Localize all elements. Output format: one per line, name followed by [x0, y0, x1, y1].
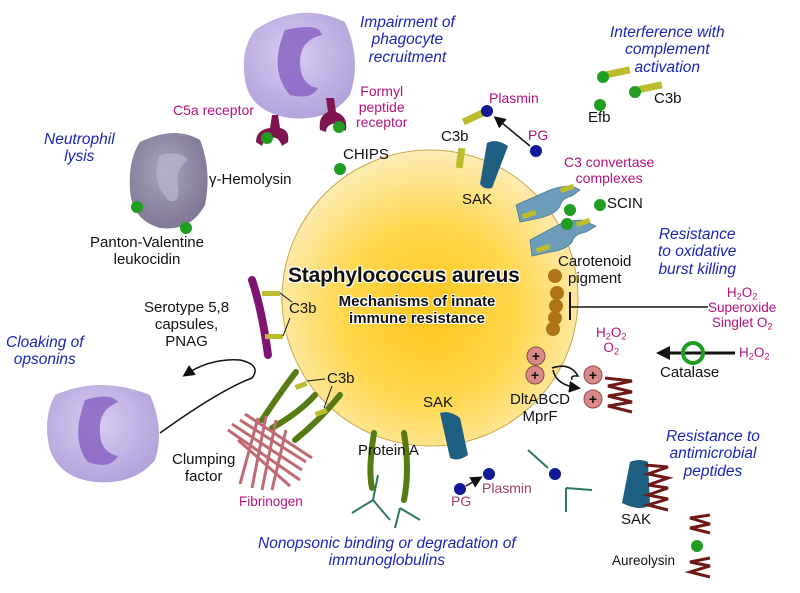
subtitle-line-2: immune resistance	[349, 309, 485, 327]
label-pvl: Panton-Valentine leukocidin	[90, 234, 204, 268]
chips-icon	[334, 163, 346, 175]
protein-a-icon	[351, 430, 421, 529]
clumping-factor-icon	[259, 369, 343, 443]
lysed-neutrophil	[129, 132, 208, 234]
capsule-icon	[248, 276, 272, 359]
label-ros-singlet: Singlet O2	[711, 315, 773, 332]
label-formyl-peptide-receptor: Formyl peptide receptor	[356, 83, 408, 131]
cleaved-antibody-icon	[527, 449, 593, 512]
label-ros-list: H2O2 Superoxide Singlet O2	[708, 285, 777, 332]
label-efb: Efb	[588, 109, 611, 126]
sak-bottom-icon	[440, 412, 468, 460]
carotenoid-pigment-icons	[546, 269, 564, 336]
cloaking-arrow	[159, 359, 256, 434]
label-plasmin-top: Plasmin	[489, 90, 539, 106]
neutrophil-top	[243, 12, 355, 119]
svg-text:+: +	[589, 367, 597, 383]
aureolysin-icon	[684, 513, 711, 579]
label-plasmin-bottom: Plasmin	[482, 480, 532, 496]
category-impairment-phagocyte: Impairment of phagocyte recruitment	[360, 14, 455, 66]
label-c3-convertase: C3 convertase complexes	[564, 154, 655, 186]
sak-peptide-icon	[622, 460, 674, 512]
label-c5a-receptor: C5a receptor	[173, 102, 254, 118]
label-serotype-capsules: Serotype 5,8 capsules, PNAG	[144, 299, 230, 350]
catalase-icon	[656, 341, 735, 365]
c3b-fragment-top	[455, 147, 466, 169]
positive-charges: + + + +	[525, 346, 633, 414]
label-sak-top: SAK	[462, 191, 493, 208]
label-catalase: Catalase	[660, 364, 720, 381]
label-ros-superoxide: Superoxide	[708, 300, 777, 316]
category-cloaking-opsonins: Cloaking of opsonins	[6, 334, 84, 369]
label-aureolysin: Aureolysin	[612, 553, 676, 568]
label-scin: SCIN	[607, 195, 643, 212]
label-c3b-top: C3b	[441, 128, 469, 145]
category-antimicrobial-peptides: Resistance to antimicrobial peptides	[666, 428, 760, 480]
formyl-peptide-receptor-icon	[319, 98, 347, 133]
label-catalase-products: H2O2 O2	[596, 325, 627, 357]
svg-text:+: +	[531, 367, 539, 383]
c5a-receptor-icon	[256, 115, 289, 146]
label-pg-top: PG	[528, 127, 549, 143]
label-sak-peptides: SAK	[621, 511, 652, 528]
label-dltabcd: DltABCD MprF	[510, 391, 571, 425]
label-carotenoid: Carotenoid pigment	[558, 253, 632, 287]
label-clumping-factor: Clumping factor	[172, 451, 236, 485]
staph-aureus-cell	[281, 149, 579, 447]
label-sak-bottom: SAK	[423, 394, 454, 411]
label-ros-h2o2: H2O2	[726, 285, 758, 302]
neutrophil-bottom	[46, 385, 160, 483]
label-chips: CHIPS	[343, 146, 389, 163]
label-c3b-efb: C3b	[654, 90, 682, 107]
svg-text:+: +	[532, 348, 540, 364]
label-protein-a: Protein A	[358, 442, 419, 459]
c3-convertase-complexes	[515, 183, 606, 257]
category-interference-complement: Interference with complement activation	[610, 24, 725, 76]
label-pg-bottom: PG	[451, 493, 472, 509]
label-c3b-capsule: C3b	[289, 300, 317, 317]
label-gamma-hemolysin: γ-Hemolysin	[209, 171, 292, 188]
subtitle-line-1: Mechanisms of innate	[338, 293, 496, 310]
sak-top-icon	[480, 141, 508, 189]
plasmin-bottom-group	[454, 468, 495, 495]
efb-c3b-group	[594, 66, 663, 111]
fibrinogen-icon	[227, 412, 313, 491]
title-subtitle: Mechanisms of innate immune resistance	[332, 293, 502, 328]
label-fibrinogen: Fibrinogen	[239, 494, 303, 509]
svg-text:+: +	[589, 391, 597, 407]
category-neutrophil-lysis: Neutrophil lysis	[44, 131, 115, 166]
label-c3b-clumping: C3b	[327, 370, 355, 387]
organism-title: Staphylococcus aureus	[288, 264, 520, 287]
label-catalase-input: H2O2	[739, 345, 770, 362]
category-oxidative-burst: Resistance to oxidative burst killing	[658, 226, 737, 278]
plasmin-top-group	[461, 105, 542, 157]
category-nonopsonic: Nonopsonic binding or degradation of imm…	[258, 535, 516, 570]
